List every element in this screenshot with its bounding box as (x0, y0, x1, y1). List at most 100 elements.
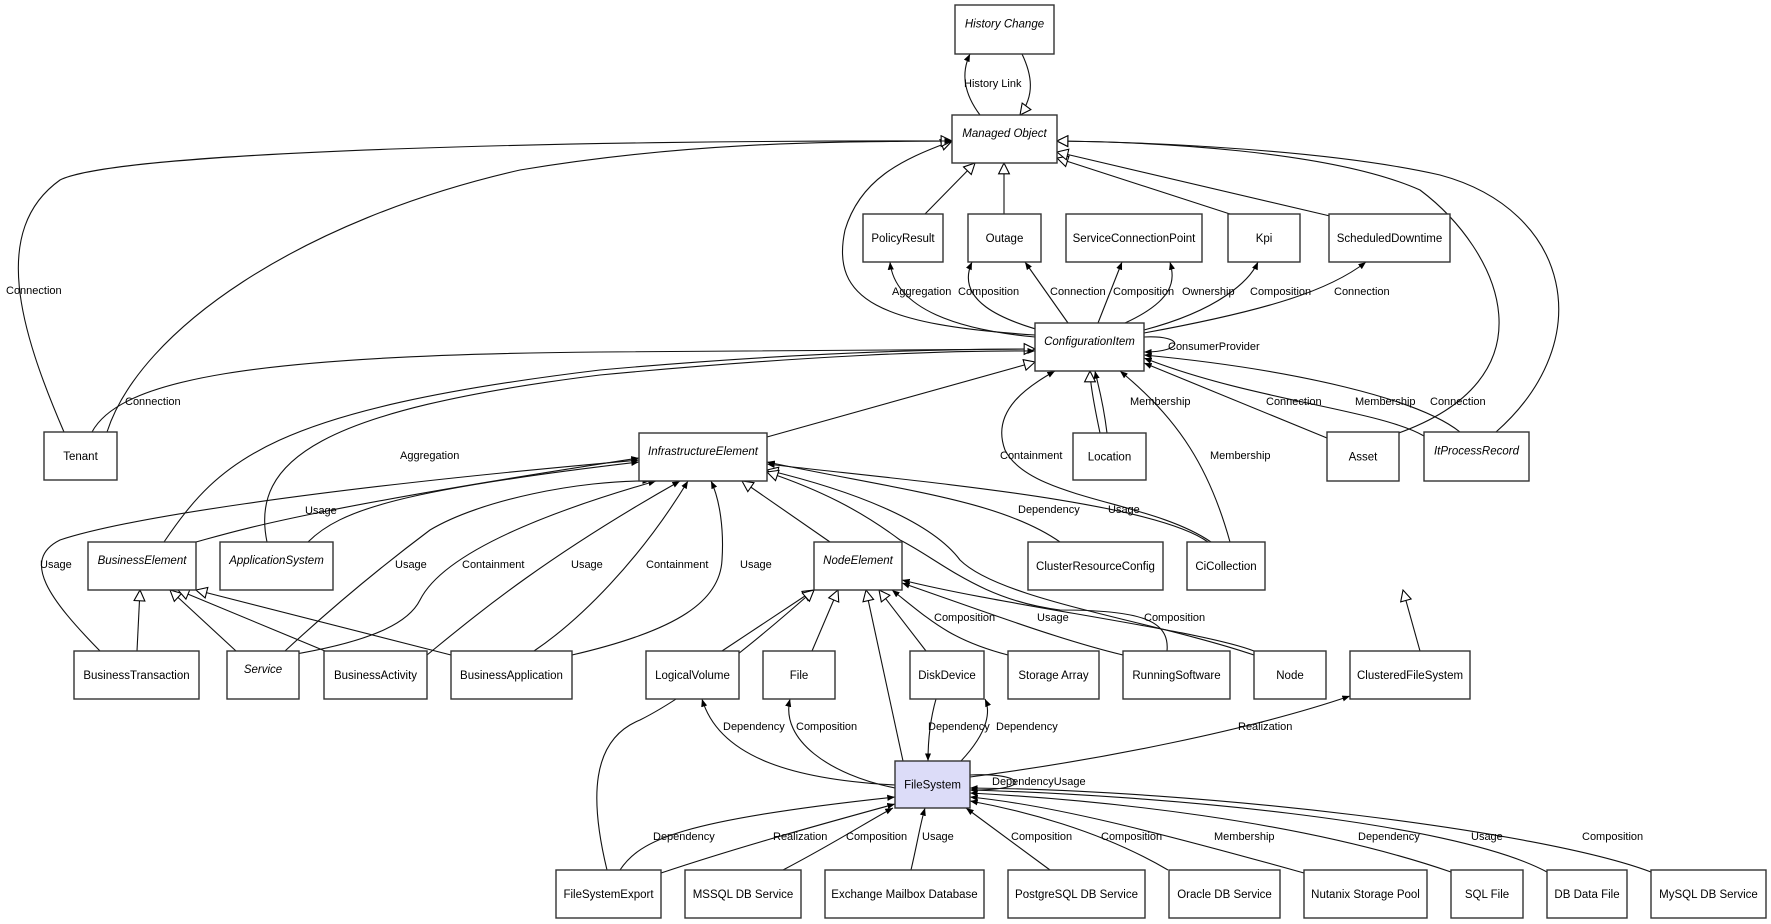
class-node-clustered-file-system[interactable]: ClusteredFileSystem (1349, 650, 1471, 700)
class-box[interactable] (43, 431, 118, 481)
class-node-kpi[interactable]: Kpi (1227, 213, 1301, 263)
class-box[interactable] (1065, 213, 1203, 263)
edge-label: Usage (571, 559, 603, 571)
edge-label: Dependency (723, 721, 785, 733)
class-box[interactable] (226, 650, 300, 700)
class-node-history-change[interactable]: History Change (954, 4, 1055, 55)
class-box[interactable] (1007, 869, 1146, 919)
edge-it-process-record-to-managed-object (1057, 141, 1560, 433)
class-node-sqlfile[interactable]: SQL File (1450, 869, 1524, 919)
class-node-location[interactable]: Location (1072, 432, 1147, 481)
class-node-node[interactable]: Node (1253, 650, 1327, 700)
class-node-scheduled-downtime[interactable]: ScheduledDowntime (1328, 213, 1451, 263)
class-node-policy-result[interactable]: PolicyResult (862, 213, 944, 263)
class-name: ClusterResourceConfig (1036, 561, 1155, 573)
edge-label: Composition (958, 286, 1019, 298)
class-node-app-system[interactable]: ApplicationSystem (219, 541, 334, 591)
edge-label: Aggregation (400, 450, 459, 462)
class-box[interactable] (87, 541, 197, 591)
edge-running-software-to-node-element-usage (901, 582, 1124, 656)
class-node-service[interactable]: Service (226, 650, 300, 700)
class-name: BusinessActivity (334, 670, 417, 682)
edge-storage-array-to-node-element-composition (891, 589, 1009, 656)
class-node-dbdata-file[interactable]: DB Data File (1546, 869, 1628, 919)
class-box[interactable] (909, 650, 985, 700)
edge-tenant-to-managed-object-connection (17, 137, 953, 433)
edge-label: Usage (40, 559, 72, 571)
edge-running-software-to-infra-element (767, 472, 1168, 652)
class-box[interactable] (824, 869, 985, 919)
edge-label: Usage (395, 559, 427, 571)
class-node-exchange[interactable]: Exchange Mailbox Database (824, 869, 985, 919)
class-box[interactable] (684, 869, 802, 919)
class-box[interactable] (1072, 432, 1147, 481)
edges-layer (17, 53, 1652, 874)
class-node-ci[interactable]: ConfigurationItem (1034, 322, 1145, 372)
class-box[interactable] (1034, 322, 1145, 372)
class-node-managed-object[interactable]: Managed Object (951, 114, 1058, 164)
class-node-tenant[interactable]: Tenant (43, 431, 118, 481)
class-box[interactable] (1168, 869, 1281, 919)
class-box[interactable] (1027, 541, 1164, 591)
class-node-business-activity[interactable]: BusinessActivity (323, 650, 428, 700)
class-box[interactable] (1253, 650, 1327, 700)
class-node-disk-device[interactable]: DiskDevice (909, 650, 985, 700)
class-box[interactable] (1186, 541, 1266, 591)
class-box[interactable] (951, 114, 1058, 164)
class-box[interactable] (638, 432, 768, 482)
class-box[interactable] (219, 541, 334, 591)
class-node-cluster-resource-config[interactable]: ClusterResourceConfig (1027, 541, 1164, 591)
class-box[interactable] (1650, 869, 1767, 919)
class-box[interactable] (323, 650, 428, 700)
class-box[interactable] (73, 650, 200, 700)
class-node-mssql[interactable]: MSSQL DB Service (684, 869, 802, 919)
class-name: Outage (986, 233, 1024, 245)
edge-ci-to-ci-consumer-provider (1143, 336, 1176, 356)
class-node-my-sql[interactable]: MySQL DB Service (1650, 869, 1767, 919)
class-node-node-element[interactable]: NodeElement (813, 541, 903, 591)
class-box[interactable] (1423, 431, 1530, 482)
edge-label: Composition (846, 831, 907, 843)
class-box[interactable] (1122, 650, 1231, 700)
class-node-ci-collection[interactable]: CiCollection (1186, 541, 1266, 591)
class-box[interactable] (894, 760, 971, 809)
class-box[interactable] (1450, 869, 1524, 919)
class-name: Oracle DB Service (1177, 889, 1272, 901)
class-node-business-application[interactable]: BusinessApplication (450, 650, 573, 700)
class-node-file-system[interactable]: FileSystem (894, 760, 971, 809)
class-box[interactable] (967, 213, 1042, 263)
class-box[interactable] (762, 650, 836, 700)
class-node-oracle[interactable]: Oracle DB Service (1168, 869, 1281, 919)
class-node-file-system-export[interactable]: FileSystemExport (555, 869, 662, 919)
edge-service-to-infra-element-usage (284, 477, 651, 652)
class-name: Node (1276, 670, 1304, 682)
class-node-it-process-record[interactable]: ItProcessRecord (1423, 431, 1530, 482)
class-box[interactable] (555, 869, 662, 919)
class-name: MySQL DB Service (1659, 889, 1758, 901)
class-node-storage-array[interactable]: Storage Array (1007, 650, 1100, 700)
class-box[interactable] (1546, 869, 1628, 919)
class-node-scp[interactable]: ServiceConnectionPoint (1065, 213, 1203, 263)
class-node-asset[interactable]: Asset (1326, 431, 1400, 482)
class-node-logical-volume[interactable]: LogicalVolume (645, 650, 740, 700)
class-box[interactable] (1328, 213, 1451, 263)
class-box[interactable] (1007, 650, 1100, 700)
class-box[interactable] (1303, 869, 1428, 919)
edge-business-transaction-to-business-element (137, 590, 140, 652)
class-node-nutanix[interactable]: Nutanix Storage Pool (1303, 869, 1428, 919)
class-node-postgre-sql[interactable]: PostgreSQL DB Service (1007, 869, 1146, 919)
class-node-running-software[interactable]: RunningSoftware (1122, 650, 1231, 700)
class-node-business-element[interactable]: BusinessElement (87, 541, 197, 591)
class-node-outage[interactable]: Outage (967, 213, 1042, 263)
class-box[interactable] (1227, 213, 1301, 263)
class-box[interactable] (1349, 650, 1471, 700)
class-box[interactable] (954, 4, 1055, 55)
class-box[interactable] (645, 650, 740, 700)
class-box[interactable] (813, 541, 903, 591)
class-box[interactable] (450, 650, 573, 700)
class-box[interactable] (1326, 431, 1400, 482)
class-node-file[interactable]: File (762, 650, 836, 700)
class-box[interactable] (862, 213, 944, 263)
class-node-business-transaction[interactable]: BusinessTransaction (73, 650, 200, 700)
class-node-infra-element[interactable]: InfrastructureElement (638, 432, 768, 482)
